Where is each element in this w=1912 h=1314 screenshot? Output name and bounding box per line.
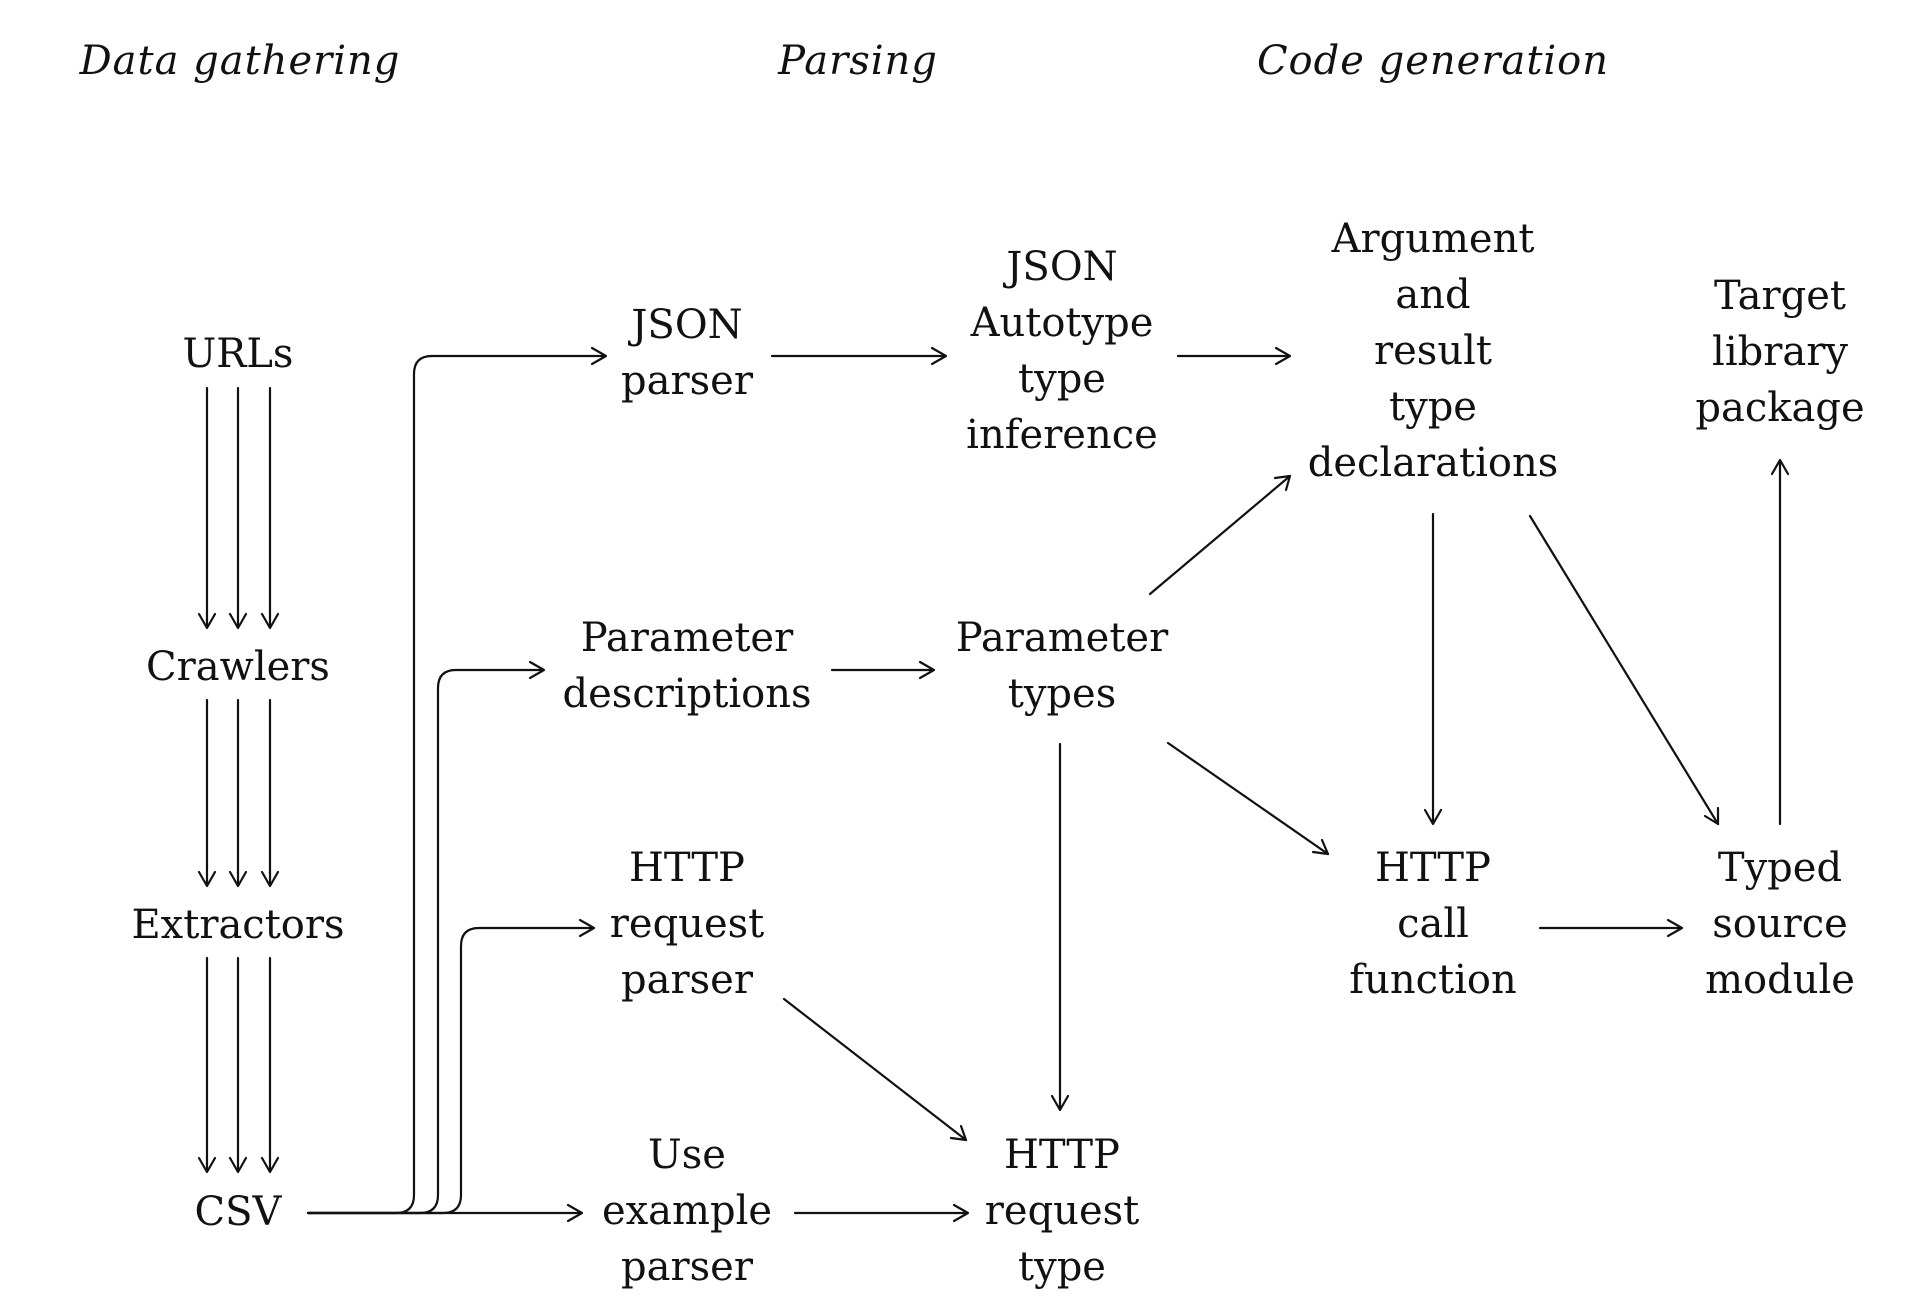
node-arg-result-types-line-3: result: [1374, 328, 1492, 374]
node-typed-source-module-line-1: Typed: [1717, 845, 1843, 891]
edge-param-types-http-call: [1166, 741, 1330, 856]
node-http-call-function-line-3: function: [1349, 957, 1517, 1003]
node-use-example-parser: Use example parser: [517, 1127, 857, 1295]
edge-param-types-http-request-type: [1050, 742, 1070, 1112]
node-arg-result-types-line-1: Argument: [1331, 216, 1535, 262]
node-http-request-parser-line-1: HTTP: [629, 845, 745, 891]
node-http-request-type: HTTP request type: [892, 1127, 1232, 1295]
edge-arg-result-http-call: [1423, 512, 1443, 826]
node-http-request-parser-line-2: request: [609, 901, 765, 947]
node-http-request-parser-line-3: parser: [621, 957, 753, 1003]
node-use-example-parser-line-1: Use: [648, 1132, 726, 1178]
stage-title-data-gathering: Data gathering: [79, 38, 401, 84]
node-target-library-line-2: library: [1712, 329, 1848, 375]
node-target-library: Target library package: [1610, 268, 1912, 436]
node-csv: CSV: [68, 1184, 408, 1240]
edge-json-parser-autotype: [770, 346, 948, 366]
node-urls: URLs: [68, 326, 408, 382]
node-arg-result-types-line-5: declarations: [1307, 440, 1559, 486]
node-typed-source-module-line-3: module: [1705, 957, 1855, 1003]
node-target-library-line-1: Target: [1714, 273, 1846, 319]
node-json-autotype: JSON Autotype type inference: [892, 239, 1232, 463]
node-json-autotype-line-2: Autotype: [970, 300, 1154, 346]
edge-param-desc-param-types: [830, 660, 936, 680]
node-extractors-line-1: Extractors: [131, 902, 345, 948]
edge-param-types-arg-result: [1148, 474, 1292, 596]
node-arg-result-types-line-2: and: [1395, 272, 1471, 318]
node-parameter-descriptions-line-2: descriptions: [562, 671, 812, 717]
node-parameter-types-line-2: types: [1007, 671, 1117, 717]
node-http-call-function: HTTP call function: [1263, 840, 1603, 1008]
node-http-request-parser: HTTP request parser: [517, 840, 857, 1008]
edge-csv-json-parser: [306, 346, 608, 1215]
node-http-request-type-line-2: request: [984, 1188, 1140, 1234]
edge-autotype-arg-result: [1176, 346, 1292, 366]
edge-typed-source-target-library: [1770, 458, 1790, 826]
stage-title-code-generation: Code generation: [1256, 38, 1610, 84]
node-target-library-line-3: package: [1695, 385, 1865, 431]
node-parameter-descriptions-line-1: Parameter: [580, 615, 794, 661]
node-arg-result-types-line-4: type: [1389, 384, 1477, 430]
node-arg-result-types: Argument and result type declarations: [1263, 211, 1603, 491]
node-json-parser-line-1: JSON: [631, 302, 743, 348]
edge-csv-use-example-parser: [306, 1203, 584, 1223]
stage-title-parsing: Parsing: [778, 38, 938, 84]
node-use-example-parser-line-3: parser: [621, 1244, 753, 1290]
edge-http-call-typed-source: [1538, 918, 1684, 938]
edge-arg-result-typed-source: [1528, 514, 1720, 826]
node-typed-source-module: Typed source module: [1610, 840, 1912, 1008]
node-typed-source-module-line-2: source: [1712, 901, 1848, 947]
node-parameter-descriptions: Parameter descriptions: [517, 610, 857, 722]
node-json-parser: JSON parser: [517, 297, 857, 409]
edge-crawlers-extractors: [197, 698, 280, 888]
node-json-autotype-line-3: type: [1018, 356, 1106, 402]
node-http-call-function-line-1: HTTP: [1375, 845, 1491, 891]
edge-use-example-http-request-type: [793, 1203, 970, 1223]
node-extractors: Extractors: [68, 897, 408, 953]
node-crawlers: Crawlers: [68, 639, 408, 695]
node-urls-line-1: URLs: [182, 331, 294, 377]
node-use-example-parser-line-2: example: [601, 1188, 773, 1234]
node-csv-line-1: CSV: [194, 1189, 282, 1235]
node-json-autotype-line-1: JSON: [1006, 244, 1118, 290]
node-http-call-function-line-2: call: [1397, 901, 1469, 947]
node-json-parser-line-2: parser: [621, 358, 753, 404]
node-http-request-type-line-3: type: [1018, 1244, 1106, 1290]
node-json-autotype-line-4: inference: [966, 412, 1158, 458]
node-crawlers-line-1: Crawlers: [146, 644, 330, 690]
node-parameter-types-line-1: Parameter: [955, 615, 1169, 661]
edge-extractors-csv: [197, 956, 280, 1174]
edge-http-request-parser-type: [782, 997, 968, 1142]
node-parameter-types: Parameter types: [892, 610, 1232, 722]
edge-urls-crawlers: [197, 386, 280, 630]
node-http-request-type-line-1: HTTP: [1004, 1132, 1120, 1178]
